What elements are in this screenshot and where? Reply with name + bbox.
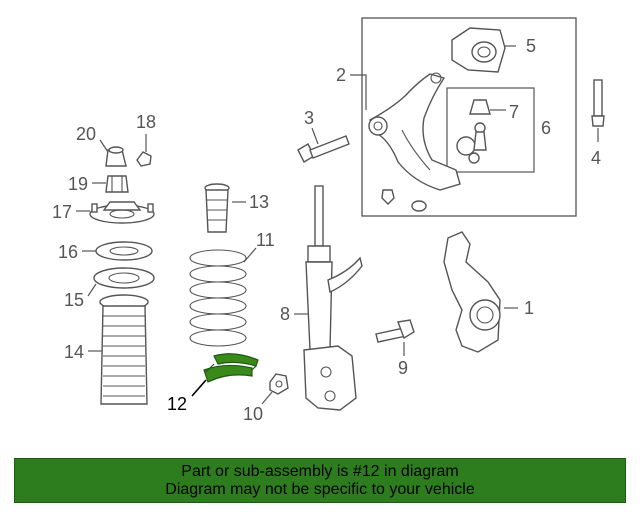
highlight-notice-banner: Part or sub-assembly is #12 in diagram D…	[14, 458, 626, 503]
part-16-bearing[interactable]	[95, 241, 153, 261]
label-2: 2	[336, 65, 346, 85]
label-18: 18	[136, 112, 156, 132]
label-5: 5	[526, 36, 536, 56]
part-8-strut[interactable]	[303, 185, 363, 411]
part-18-nut[interactable]	[136, 151, 152, 167]
label-14: 14	[64, 342, 84, 362]
part-19-nut[interactable]	[105, 175, 129, 193]
label-6: 6	[541, 118, 551, 138]
label-13: 13	[249, 192, 269, 212]
part-1-knuckle[interactable]	[443, 231, 501, 353]
ball-joint-group-box	[446, 87, 535, 173]
label-8: 8	[280, 304, 290, 324]
control-arm-bolt[interactable]	[381, 189, 395, 205]
label-12: 12	[167, 394, 187, 414]
part-10-nut[interactable]	[269, 373, 289, 395]
part-4-bolt[interactable]	[591, 79, 605, 127]
label-3: 3	[304, 108, 314, 128]
control-arm-group-box	[361, 17, 577, 217]
label-19: 19	[68, 174, 88, 194]
label-10: 10	[243, 404, 263, 424]
part-17-strut-mount[interactable]	[89, 201, 155, 224]
suspension-parts-diagram: 1 2 3 4 5 6 7 8 9 10 11 12 13 14 15 16 1…	[52, 17, 605, 424]
label-20: 20	[76, 124, 96, 144]
part-11-coil-spring[interactable]	[189, 249, 247, 347]
label-16: 16	[58, 242, 78, 262]
part-3-bolt[interactable]	[297, 135, 350, 163]
label-4: 4	[591, 148, 601, 168]
part-9-bolt[interactable]	[375, 319, 415, 343]
part-20-cap[interactable]	[105, 146, 127, 167]
banner-line-2: Diagram may not be specific to your vehi…	[165, 480, 475, 498]
label-17: 17	[52, 202, 72, 222]
control-arm-nut[interactable]	[411, 200, 427, 212]
label-7: 7	[509, 102, 519, 122]
part-12-spring-insulator[interactable]	[203, 353, 259, 383]
banner-line-1: Part or sub-assembly is #12 in diagram	[181, 462, 459, 480]
part-15-spring-seat[interactable]	[93, 267, 155, 289]
part-6-ball-joint[interactable]	[456, 122, 487, 164]
label-11: 11	[256, 230, 275, 250]
part-7-boot[interactable]	[469, 99, 491, 115]
label-1: 1	[524, 298, 534, 318]
part-14-dust-boot[interactable]	[99, 294, 149, 405]
label-15: 15	[64, 290, 84, 310]
part-2-control-arm[interactable]	[368, 72, 461, 191]
part-5-mount[interactable]	[451, 27, 506, 73]
label-9: 9	[398, 358, 408, 378]
part-13-bump-stop[interactable]	[204, 183, 230, 233]
